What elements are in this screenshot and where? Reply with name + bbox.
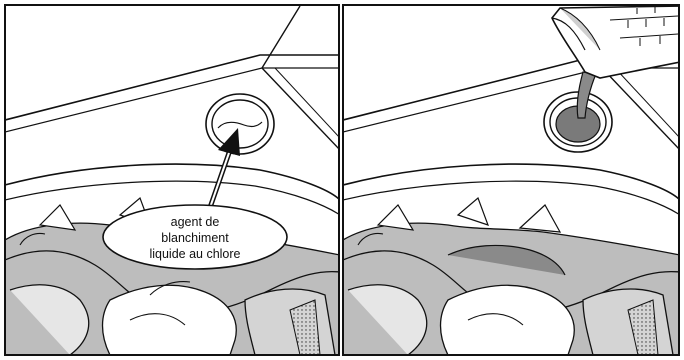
callout-line-1: agent de (171, 215, 220, 229)
left-panel: agent de blanchiment liquide au chlore (5, 5, 340, 355)
callout-line-2: blanchiment (161, 231, 229, 245)
bleach-dispenser (206, 94, 274, 154)
right-panel (343, 5, 680, 355)
callout-line-3: liquide au chlore (149, 247, 240, 261)
callout-bubble: agent de blanchiment liquide au chlore (103, 205, 287, 269)
